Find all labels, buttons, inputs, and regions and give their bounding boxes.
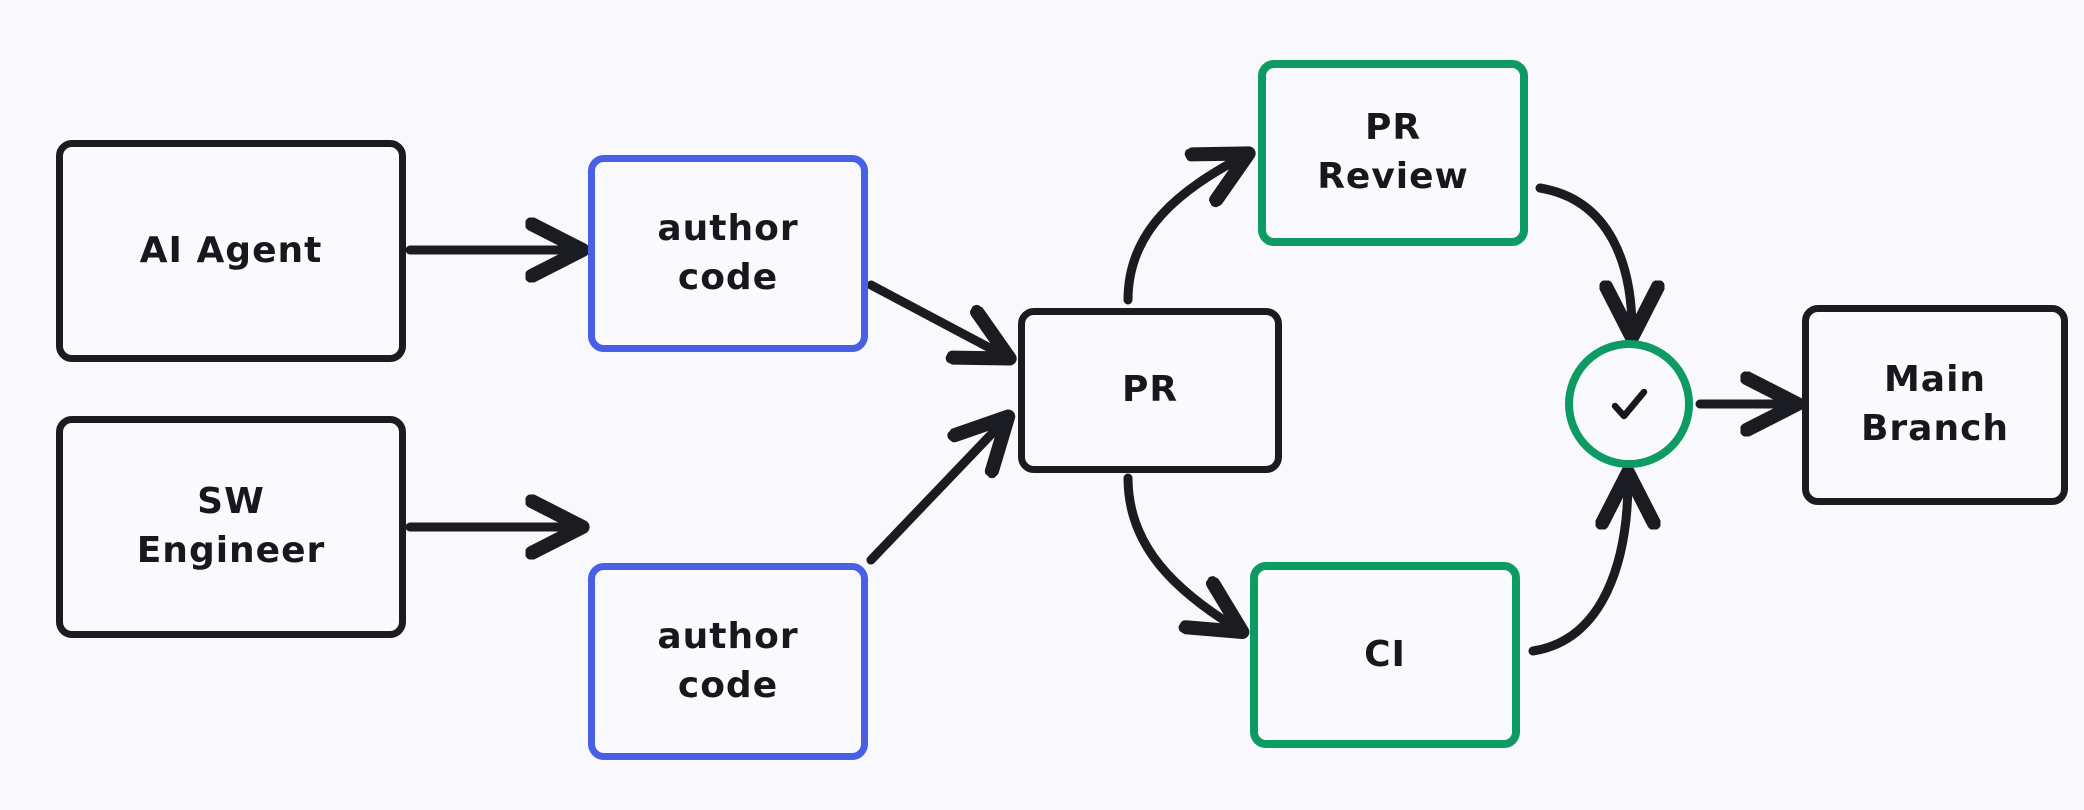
node-label-author-code-sw: author code: [657, 615, 799, 706]
node-label-pr: PR: [1121, 369, 1179, 411]
check-icon: [1611, 388, 1648, 420]
node-author-code-sw[interactable]: author code: [588, 563, 868, 760]
edge-pr-review-to-merge-gate: [1535, 183, 1632, 330]
edge-author-code-to-pr-lower: [866, 422, 1003, 565]
node-label-ai-agent: AI Agent: [139, 229, 323, 271]
merge-gate[interactable]: [1565, 340, 1693, 468]
node-pr[interactable]: PR: [1018, 308, 1282, 473]
node-label-sw-engineer: SW Engineer: [136, 481, 326, 571]
node-label-ci: CI: [1364, 633, 1406, 675]
edge-pr-to-pr-review: [1123, 157, 1242, 305]
node-pr-review[interactable]: PR Review: [1258, 60, 1528, 246]
node-author-code-ai[interactable]: author code: [588, 155, 868, 352]
node-sw-engineer[interactable]: SW Engineer: [56, 416, 406, 638]
node-main-branch[interactable]: Main Branch: [1802, 305, 2068, 505]
node-label-pr-review: PR Review: [1317, 107, 1469, 197]
node-label-author-code-ai: author code: [657, 207, 799, 298]
edge-pr-to-ci: [1123, 473, 1236, 628]
edge-ci-to-merge-gate: [1528, 480, 1628, 656]
node-label-main-branch: Main Branch: [1860, 359, 2010, 449]
node-ai-agent[interactable]: AI Agent: [56, 140, 406, 362]
node-ci[interactable]: CI: [1250, 562, 1520, 748]
edge-author-code-to-pr-upper: [866, 280, 1003, 355]
